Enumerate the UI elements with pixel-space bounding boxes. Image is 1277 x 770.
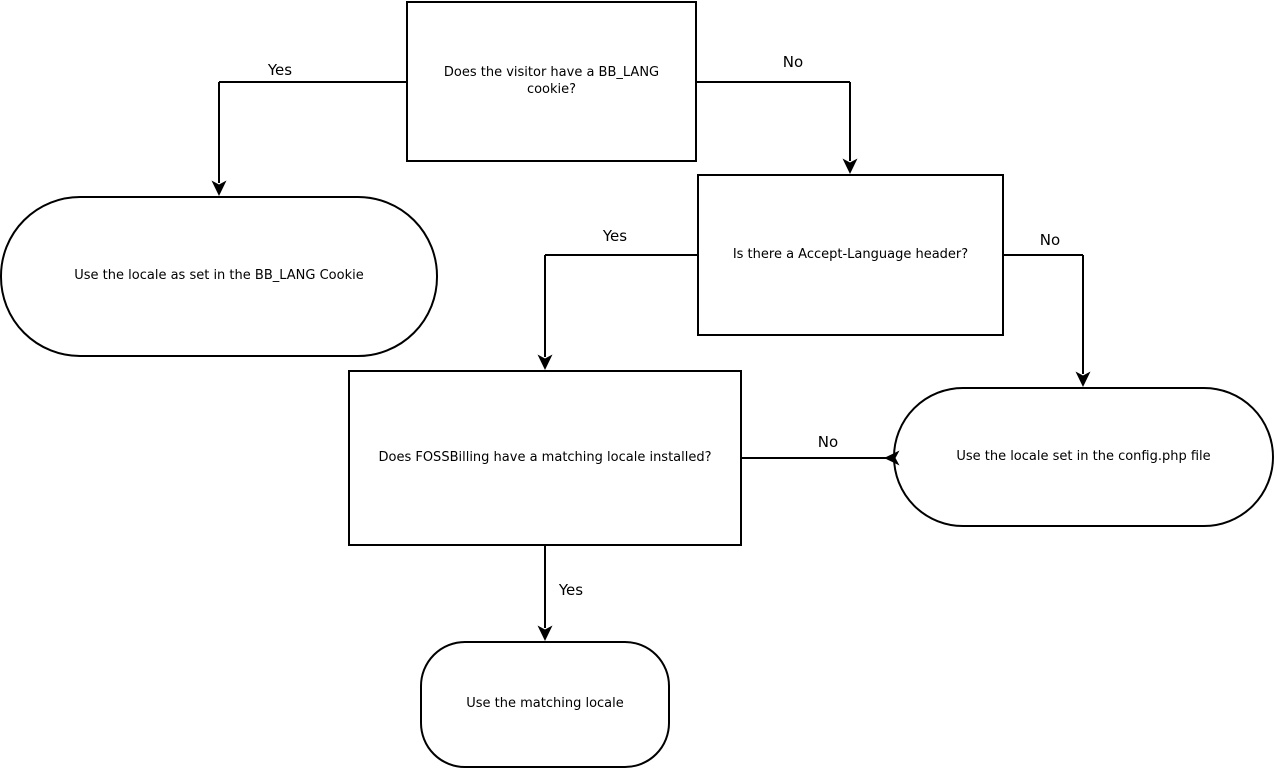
arrowhead-down-icon (211, 180, 227, 196)
edge-label-cookie-yes: Yes (267, 61, 293, 79)
edge-label-matching-yes: Yes (558, 581, 584, 599)
node-question-matching-locale-installed: Does FOSSBilling have a matching locale … (348, 370, 742, 546)
edge-matching-yes-connector (537, 546, 553, 641)
arrowhead-down-icon (537, 625, 553, 641)
node-result-use-config-php-locale: Use the locale set in the config.php fil… (893, 387, 1274, 527)
node-result-use-bblang-cookie-locale: Use the locale as set in the BB_LANG Coo… (0, 196, 438, 357)
edge-matching-no-connector (742, 450, 900, 466)
node-label: Does the visitor have a BB_LANG cookie? (443, 65, 660, 97)
node-label: Does FOSSBilling have a matching locale … (378, 449, 712, 465)
node-label: Is there a Accept-Language header? (732, 246, 969, 262)
node-label: Use the locale set in the config.php fil… (956, 448, 1211, 464)
node-label: Use the locale as set in the BB_LANG Coo… (74, 268, 364, 284)
edge-label-matching-no: No (817, 433, 839, 451)
edge-label-header-no: No (1039, 231, 1061, 249)
node-question-bblang-cookie: Does the visitor have a BB_LANG cookie? (406, 1, 697, 162)
arrowhead-down-icon (842, 158, 858, 174)
edge-cookie-yes-connector (211, 81, 406, 196)
node-result-use-matching-locale: Use the matching locale (420, 641, 670, 768)
edge-cookie-no-connector (697, 81, 858, 174)
edge-label-cookie-no: No (782, 53, 804, 71)
edge-header-no-connector (1004, 254, 1091, 387)
arrowhead-down-icon (537, 354, 553, 370)
arrowhead-down-icon (1075, 371, 1091, 387)
edge-label-header-yes: Yes (602, 227, 628, 245)
edge-header-yes-connector (537, 254, 697, 370)
node-label: Use the matching locale (466, 696, 624, 712)
node-question-accept-language-header: Is there a Accept-Language header? (697, 174, 1004, 336)
